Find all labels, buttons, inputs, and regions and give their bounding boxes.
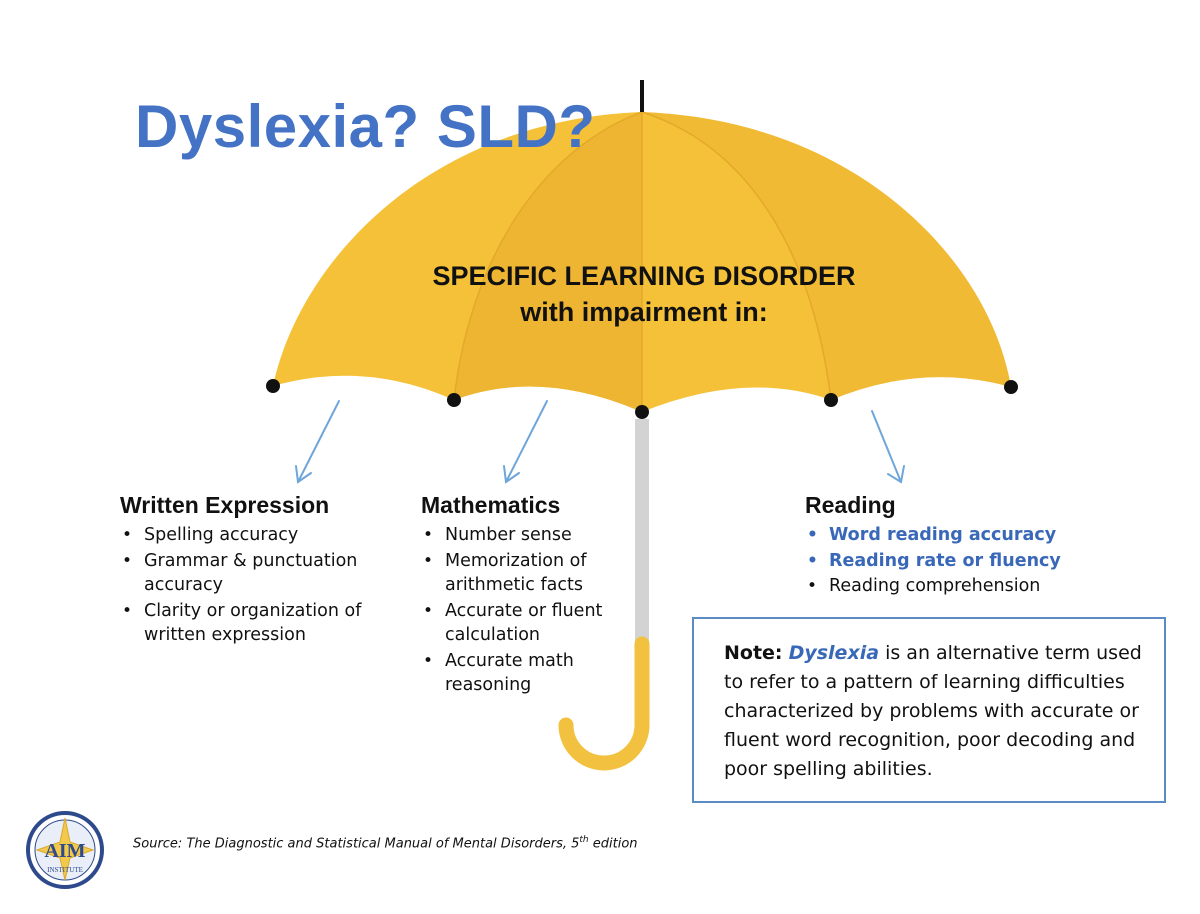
arrow-written-expression bbox=[296, 401, 339, 482]
umbrella-heading-line1: SPECIFIC LEARNING DISORDER bbox=[400, 258, 888, 294]
umbrella-heading-line2: with impairment in: bbox=[400, 294, 888, 330]
arrow-reading bbox=[872, 411, 904, 482]
logo-subtext: INSTITUTE bbox=[47, 866, 83, 874]
category-title: Written Expression bbox=[120, 492, 380, 519]
umbrella-heading: SPECIFIC LEARNING DISORDER with impairme… bbox=[400, 258, 888, 330]
source-superscript: th bbox=[579, 835, 588, 845]
rib-end-dot bbox=[447, 393, 461, 407]
rib-end-dot bbox=[824, 393, 838, 407]
list-item: Spelling accuracy bbox=[120, 523, 380, 548]
list-item: Memorization of arithmetic facts bbox=[421, 549, 626, 598]
list-item: Accurate math reasoning bbox=[421, 649, 626, 698]
rib-end-dot bbox=[1004, 380, 1018, 394]
category-title: Reading bbox=[805, 492, 1075, 519]
list-item: Reading comprehension bbox=[805, 574, 1075, 599]
category-reading: Reading Word reading accuracy Reading ra… bbox=[805, 492, 1075, 600]
category-written-expression: Written Expression Spelling accuracy Gra… bbox=[120, 492, 380, 649]
arrow-mathematics bbox=[504, 401, 547, 482]
aim-institute-logo: AIM INSTITUTE bbox=[25, 810, 105, 890]
logo-text: AIM bbox=[44, 840, 85, 862]
note-label: Note: bbox=[724, 642, 783, 664]
rib-end-dot bbox=[635, 405, 649, 419]
source-suffix: edition bbox=[589, 836, 638, 851]
category-title: Mathematics bbox=[421, 492, 626, 519]
list-item: Accurate or fluent calculation bbox=[421, 599, 626, 648]
category-list: Number sense Memorization of arithmetic … bbox=[421, 523, 626, 698]
page-title: Dyslexia? SLD? bbox=[135, 92, 596, 161]
list-item-highlighted: Reading rate or fluency bbox=[805, 549, 1075, 574]
list-item-highlighted: Word reading accuracy bbox=[805, 523, 1075, 548]
list-item: Grammar & punctuation accuracy bbox=[120, 549, 380, 598]
category-mathematics: Mathematics Number sense Memorization of… bbox=[421, 492, 626, 699]
umbrella-shaft bbox=[635, 419, 649, 644]
note-text: is an alternative term used to refer to … bbox=[724, 642, 1142, 780]
list-item: Number sense bbox=[421, 523, 626, 548]
source-prefix: Source: The Diagnostic and Statistical M… bbox=[133, 836, 579, 851]
note-box: Note: Dyslexia is an alternative term us… bbox=[692, 617, 1166, 803]
rib-end-dot bbox=[266, 379, 280, 393]
note-term: Dyslexia bbox=[789, 642, 879, 664]
list-item: Clarity or organization of written expre… bbox=[120, 599, 380, 648]
category-list: Word reading accuracy Reading rate or fl… bbox=[805, 523, 1075, 599]
category-list: Spelling accuracy Grammar & punctuation … bbox=[120, 523, 380, 648]
source-citation: Source: The Diagnostic and Statistical M… bbox=[133, 835, 638, 851]
